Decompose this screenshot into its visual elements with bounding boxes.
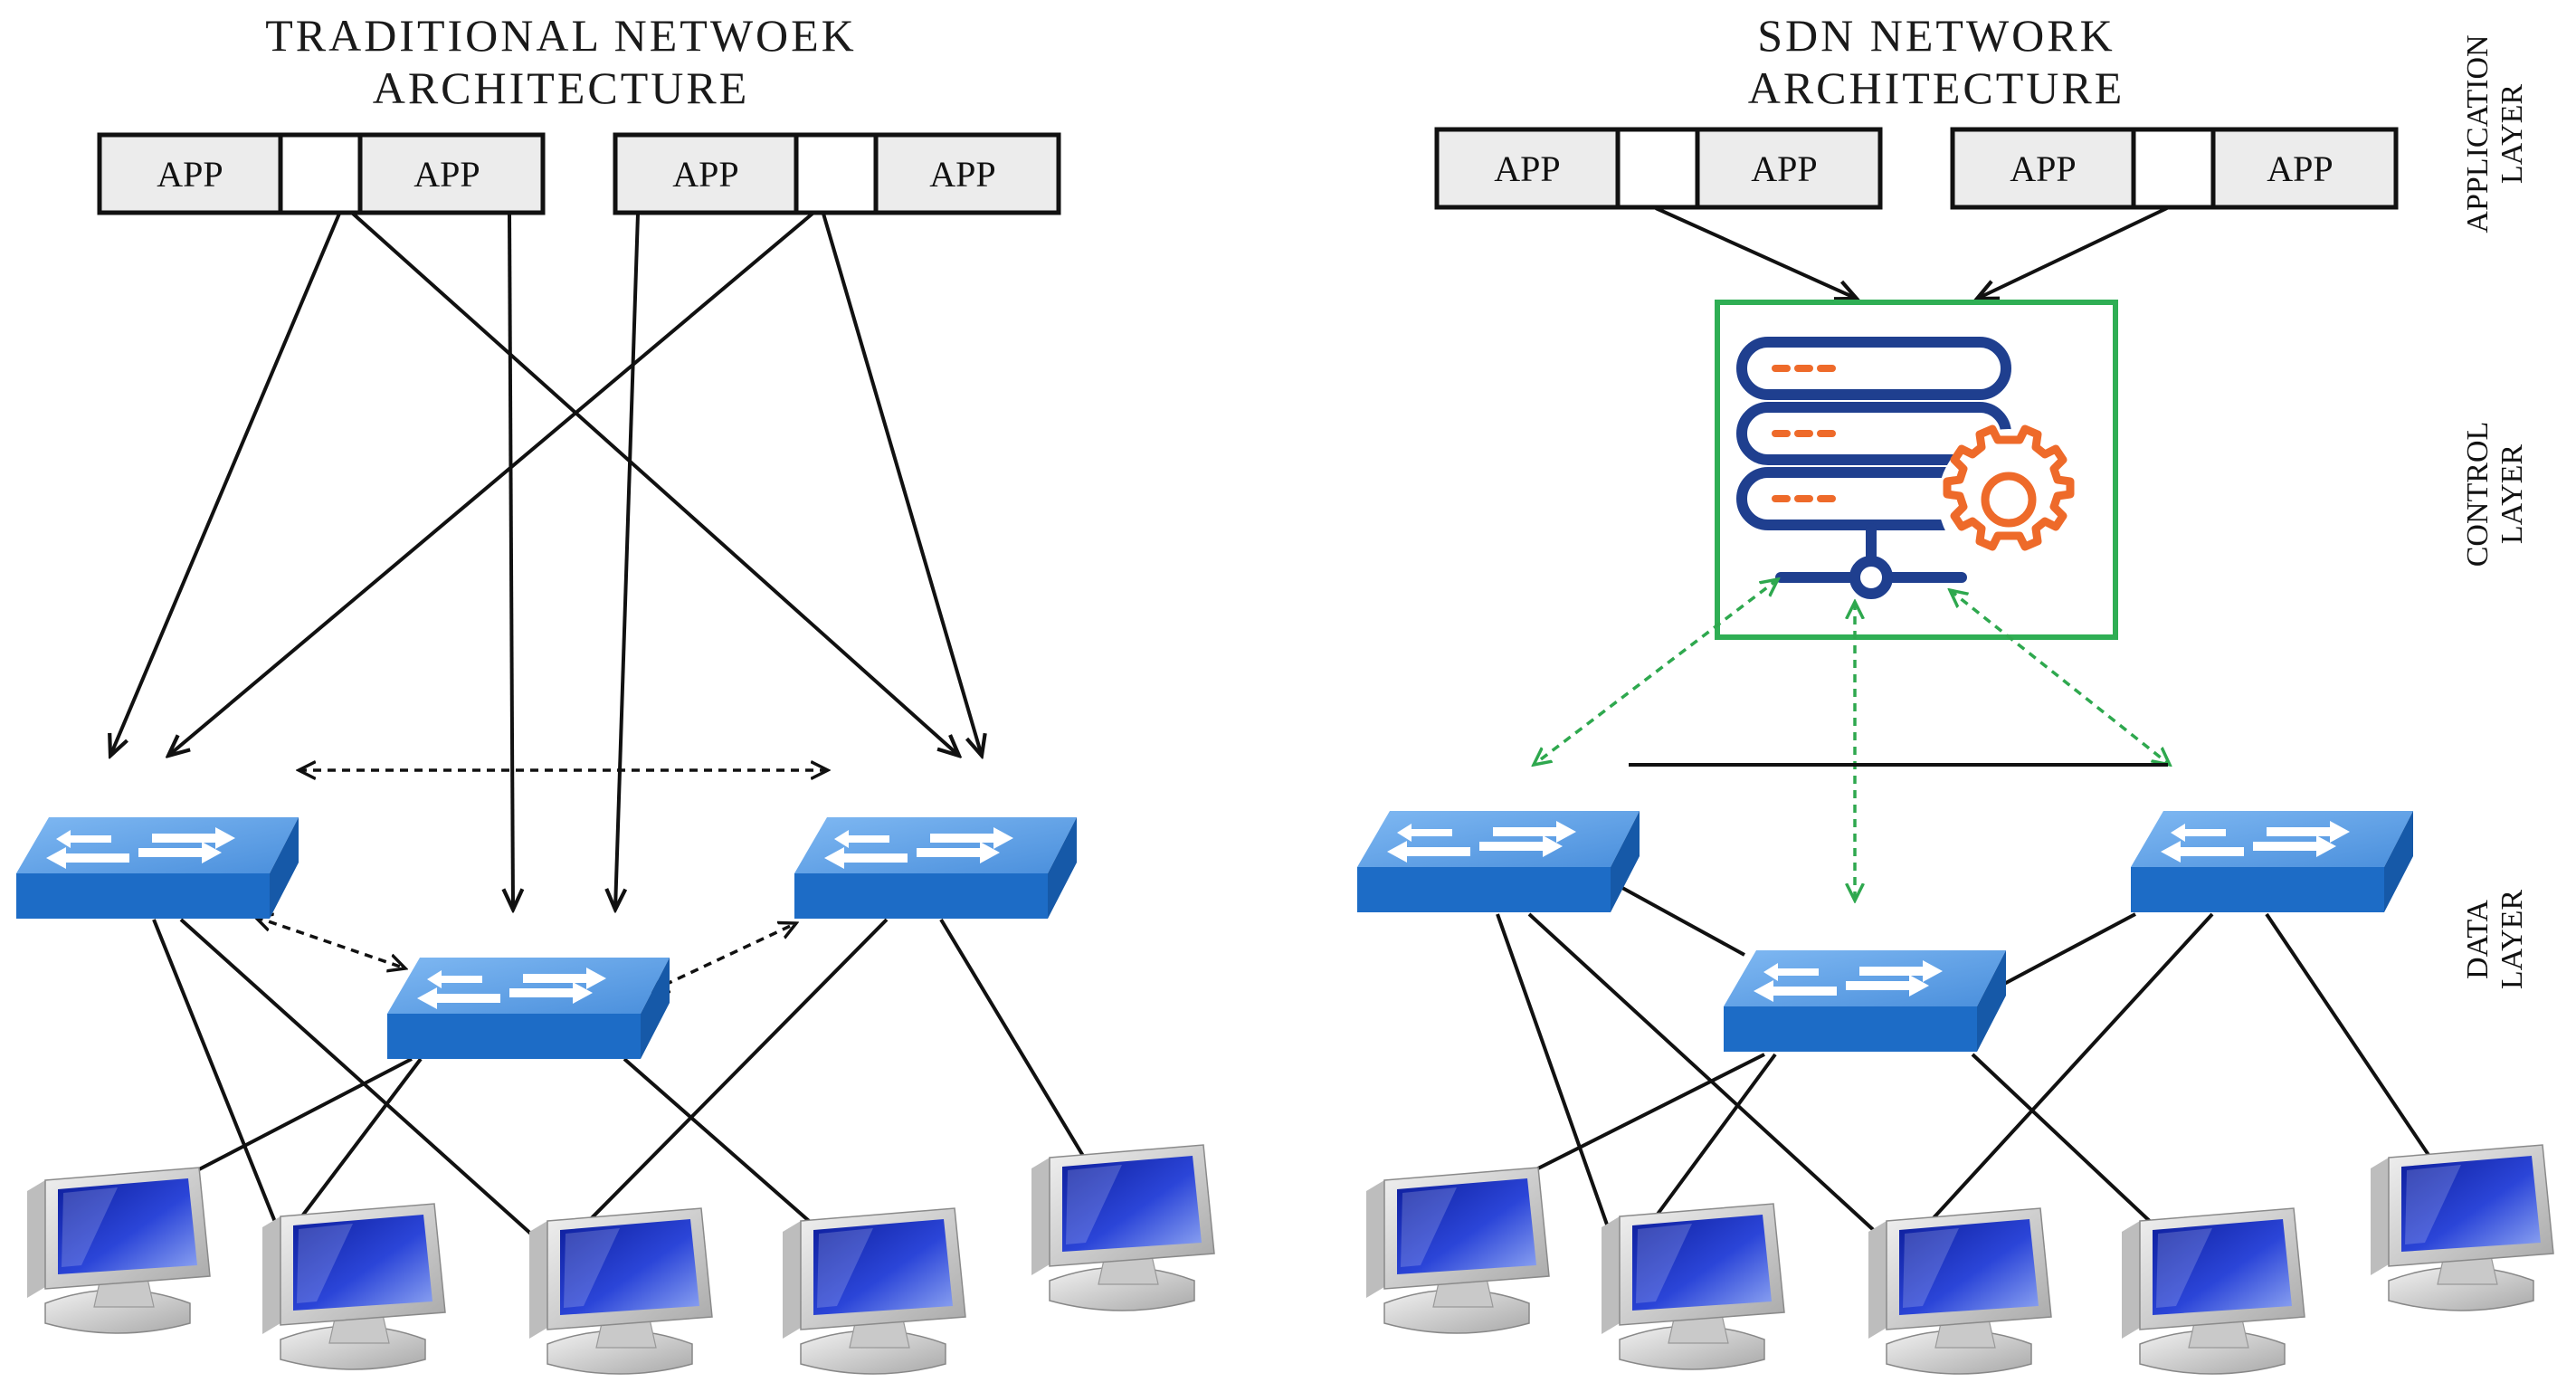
- network-switch-icon: [2131, 811, 2413, 912]
- sdn-controller-server-gear-icon: [1736, 337, 2079, 599]
- app-group-left-2: APP APP: [615, 135, 1059, 213]
- sdn-architecture: APP APP APP APP: [1357, 129, 2554, 1375]
- desktop-computer-icon: [1601, 1203, 1785, 1370]
- app-group-left-1: APP APP: [100, 135, 543, 213]
- app-to-switch-links: [110, 212, 982, 910]
- data-layer-label: DATA LAYER: [2461, 804, 2530, 1075]
- network-switch-icon: [1357, 811, 1640, 912]
- desktop-computer-icon: [1868, 1207, 2052, 1375]
- application-layer-label: APPLICATION LAYER: [2461, 0, 2530, 270]
- data-layer-line1: DATA: [2461, 900, 2495, 979]
- data-layer-line2: LAYER: [2495, 889, 2529, 990]
- traditional-architecture: APP APP APP APP: [16, 135, 1215, 1375]
- control-layer-line1: CONTROL: [2461, 421, 2495, 567]
- traditional-title-line2: ARCHITECTURE: [372, 62, 750, 113]
- app-group-right-1: APP APP: [1437, 129, 1880, 207]
- desktop-computer-icon: [2121, 1207, 2305, 1375]
- control-layer-label: CONTROL LAYER: [2461, 358, 2530, 630]
- desktop-computer-icon: [528, 1207, 713, 1375]
- control-layer-line2: LAYER: [2495, 443, 2529, 545]
- switch-to-pc-cables-right: [1496, 912, 2434, 1249]
- network-switch-icon: [387, 958, 670, 1059]
- southbound-links: [1534, 579, 2170, 901]
- app-label: APP: [413, 154, 480, 195]
- network-switch-icon: [16, 817, 299, 919]
- network-switch-icon: [1724, 950, 2006, 1052]
- application-layer-line2: LAYER: [2495, 83, 2529, 185]
- network-switch-icon: [794, 817, 1077, 919]
- legacy-peer-links: [255, 770, 828, 991]
- app-label: APP: [1751, 148, 1817, 189]
- desktop-computer-icon: [782, 1207, 966, 1375]
- application-layer-line1: APPLICATION: [2461, 34, 2495, 234]
- app-label: APP: [929, 154, 995, 195]
- app-label: APP: [157, 154, 223, 195]
- app-label: APP: [2267, 148, 2333, 189]
- desktop-computer-icon: [1031, 1144, 1215, 1311]
- sdn-title-line1: SDN NETWORK: [1757, 10, 2115, 61]
- desktop-computer-icon: [261, 1203, 446, 1370]
- app-group-right-2: APP APP: [1953, 129, 2396, 207]
- app-label: APP: [1494, 148, 1560, 189]
- traditional-title-line1: TRADITIONAL NETWOEK: [265, 10, 857, 61]
- desktop-computer-icon: [1365, 1167, 1550, 1334]
- app-label: APP: [672, 154, 738, 195]
- app-label: APP: [2010, 148, 2076, 189]
- switch-to-pc-cables-left: [152, 918, 1088, 1249]
- desktop-computer-icon: [26, 1167, 211, 1334]
- sdn-controller: [1715, 300, 2118, 640]
- northbound-links: [1655, 206, 2168, 299]
- sdn-title-line2: ARCHITECTURE: [1747, 62, 2125, 113]
- desktop-computer-icon: [2370, 1144, 2554, 1311]
- sdn-title: SDN NETWORK ARCHITECTURE: [1538, 9, 2334, 114]
- traditional-title: TRADITIONAL NETWOEK ARCHITECTURE: [163, 9, 959, 114]
